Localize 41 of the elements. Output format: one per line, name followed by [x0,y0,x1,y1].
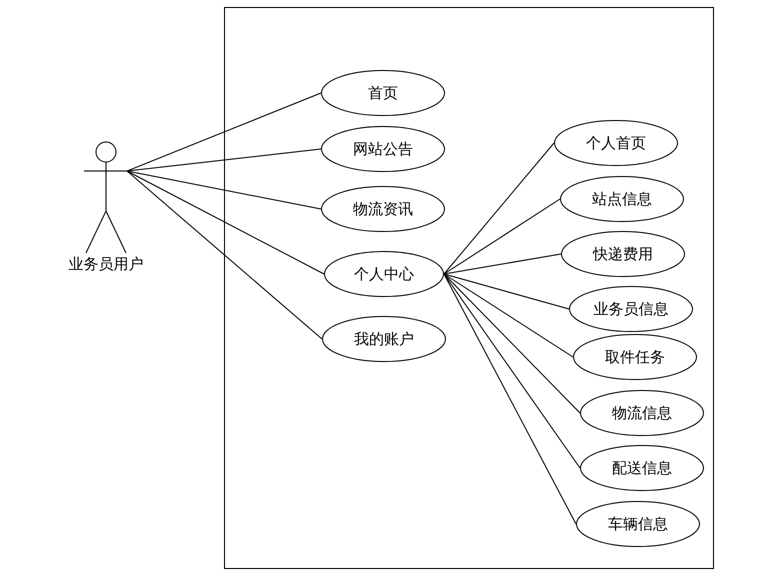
association-line [126,92,322,172]
association-line [126,170,324,274]
use-case-ellipse [576,501,700,547]
association-line [444,254,562,274]
association-line [444,142,554,274]
use-case-ellipse [561,231,685,277]
use-case-label: 车辆信息 [608,514,668,535]
use-case-label: 业务员信息 [594,298,668,320]
use-case-label: 首页 [368,82,398,104]
use-case-ellipse [322,316,446,362]
use-case-ellipse [560,176,684,222]
use-case-label: 个人中心 [354,264,414,285]
use-case-ellipse [580,445,704,491]
association-line [444,274,574,358]
use-case-ellipse [324,251,444,297]
use-case-label: 站点信息 [592,188,652,210]
association-line [126,170,322,210]
use-case-label: 我的账户 [354,328,414,350]
use-case-ellipse [580,390,704,436]
system-boundary-box [224,7,714,569]
association-line [444,274,576,524]
use-case-label: 物流资讯 [353,198,413,220]
association-line [444,274,570,310]
association-line [126,170,322,340]
use-case-ellipse [569,286,693,332]
use-case-label: 个人首页 [586,132,646,154]
association-line [444,198,560,274]
use-case-ellipse [554,120,678,166]
use-case-ellipse [321,126,445,172]
association-line [126,148,322,172]
use-case-label: 取件任务 [605,346,665,368]
use-case-ellipse [321,186,445,232]
use-case-label: 快递费用 [593,244,653,265]
association-line [444,274,580,414]
use-case-label: 网站公告 [353,138,413,160]
use-case-label: 物流信息 [612,402,672,424]
association-line [444,274,580,468]
actor-label: 业务员用户 [68,255,144,274]
use-case-ellipse [321,70,445,116]
use-case-label: 配送信息 [612,458,672,479]
use-case-ellipse [573,334,697,380]
